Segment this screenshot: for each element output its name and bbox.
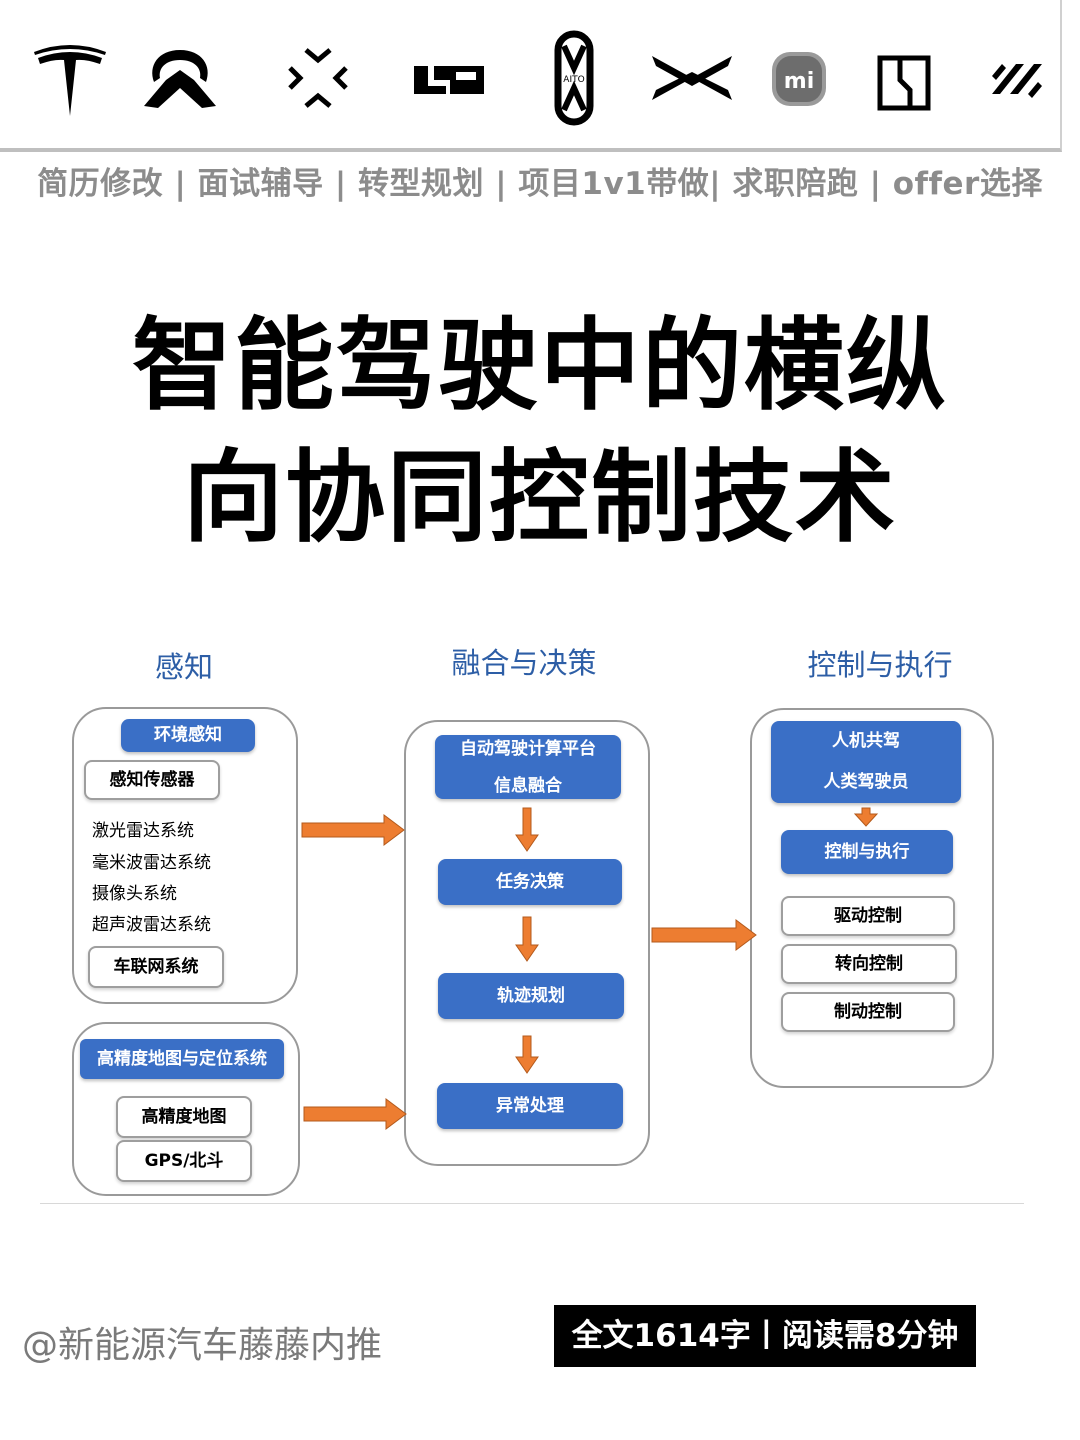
- human-machine-box: 人机共驾 人类驾驶员: [771, 721, 961, 803]
- sensor-box: 感知传感器: [84, 760, 220, 800]
- co-driving-label: 人机共驾: [832, 731, 900, 751]
- control-exec-box: 控制与执行: [781, 830, 953, 874]
- arrow-fusion-to-control: [651, 919, 757, 951]
- brake-control-box: 制动控制: [781, 992, 955, 1032]
- human-driver-label: 人类驾驶员: [823, 772, 909, 792]
- title-line-1: 智能驾驶中的横纵: [132, 307, 948, 424]
- author-handle: @新能源汽车藤藤内推: [22, 1325, 383, 1366]
- brand-logo-bar: AITO mi: [0, 0, 1062, 152]
- system-item: 摄像头系统: [92, 884, 177, 904]
- col-header-perception: 感知: [154, 650, 213, 684]
- reading-time-badge: 全文1614字丨阅读需8分钟: [554, 1305, 976, 1367]
- steering-control-box: 转向控制: [781, 944, 957, 984]
- info-fusion-label: 信息融合: [494, 776, 562, 796]
- nio-icon: [130, 28, 230, 128]
- drive-control-box: 驱动控制: [781, 896, 955, 936]
- trajectory-planning-box: 轨迹规划: [438, 973, 624, 1019]
- title-line-2: 向协同控制技术: [183, 439, 897, 556]
- zeekr-icon: [980, 28, 1080, 128]
- hd-map-box: 高精度地图: [116, 1096, 252, 1138]
- arrow-perception-to-fusion: [301, 814, 405, 846]
- exception-handling-box: 异常处理: [437, 1083, 623, 1129]
- task-decision-box: 任务决策: [438, 859, 622, 905]
- map-header: 高精度地图与定位系统: [80, 1039, 284, 1079]
- v2x-box: 车联网系统: [88, 946, 224, 988]
- compute-platform-box: 自动驾驶计算平台 信息融合: [435, 735, 621, 799]
- lixiang-icon: [398, 28, 498, 128]
- services-line: 简历修改 | 面试辅导 | 转型规划 | 项目1v1带做| 求职陪跑 | off…: [37, 166, 1043, 202]
- svg-text:AITO: AITO: [563, 75, 584, 85]
- system-item: 超声波雷达系统: [92, 915, 211, 935]
- system-item: 激光雷达系统: [92, 821, 194, 841]
- aito-icon: AITO: [524, 28, 624, 128]
- compute-platform-label: 自动驾驶计算平台: [460, 739, 596, 759]
- divider: [40, 1203, 1024, 1204]
- arrow-map-to-fusion: [303, 1098, 407, 1130]
- gps-box: GPS/北斗: [116, 1140, 252, 1182]
- xiaomi-icon: mi: [758, 28, 858, 128]
- tesla-icon: [20, 28, 120, 128]
- system-item: 毫米波雷达系统: [92, 853, 211, 873]
- faraday-future-icon: [268, 28, 368, 128]
- xpeng-icon: [642, 28, 742, 128]
- col-header-fusion: 融合与决策: [451, 646, 597, 680]
- col-header-control: 控制与执行: [807, 648, 953, 682]
- svg-text:mi: mi: [784, 69, 814, 94]
- env-perception-header: 环境感知: [121, 719, 255, 752]
- jiyue-icon: [872, 28, 972, 128]
